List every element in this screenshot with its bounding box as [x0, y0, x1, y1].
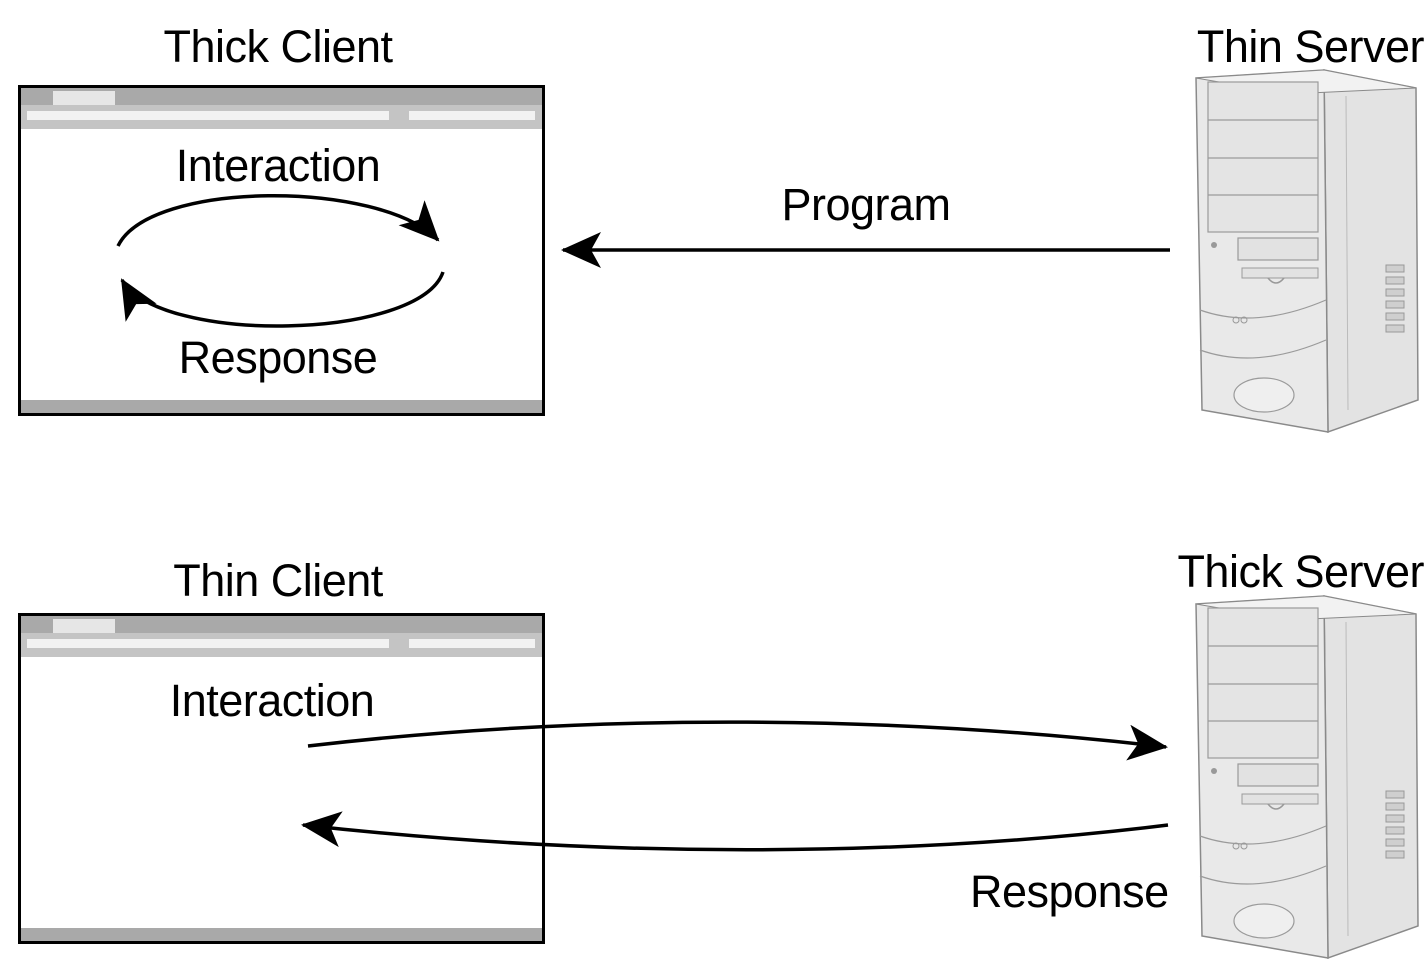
- window-status-bar: [21, 400, 542, 413]
- thick-client-interaction-label: Interaction: [175, 140, 381, 191]
- thick-client-response-label: Response: [178, 332, 378, 383]
- thick-client-window-icon: [18, 85, 545, 416]
- thick-server-response-label: Response: [970, 866, 1169, 917]
- program-label: Program: [781, 179, 951, 230]
- thick-client-title: Thick Client: [163, 21, 393, 72]
- response-return-arrow: [301, 811, 1169, 852]
- thick-server-tower-icon: [1195, 595, 1419, 959]
- window-toolbar: [21, 633, 542, 657]
- thick-server-title: Thick Server: [1177, 546, 1424, 597]
- window-status-bar: [21, 928, 542, 941]
- window-address-bar: [27, 111, 389, 120]
- thin-server-title: Thin Server: [1196, 21, 1425, 72]
- window-search-bar: [409, 111, 535, 120]
- interaction-request-arrow: [307, 720, 1168, 761]
- thin-client-window-icon: [18, 613, 545, 944]
- window-tab: [53, 91, 115, 105]
- window-tab-bar: [21, 616, 542, 633]
- window-address-bar: [27, 639, 389, 648]
- window-tab: [53, 619, 115, 633]
- window-search-bar: [409, 639, 535, 648]
- thin-server-tower-icon: [1195, 69, 1419, 433]
- interaction-loop-arrow: [116, 194, 440, 247]
- window-tab-bar: [21, 88, 542, 105]
- response-loop-arrow: [120, 271, 445, 328]
- window-toolbar: [21, 105, 542, 129]
- thin-client-title: Thin Client: [173, 555, 383, 606]
- thin-client-interaction-label: Interaction: [169, 675, 375, 726]
